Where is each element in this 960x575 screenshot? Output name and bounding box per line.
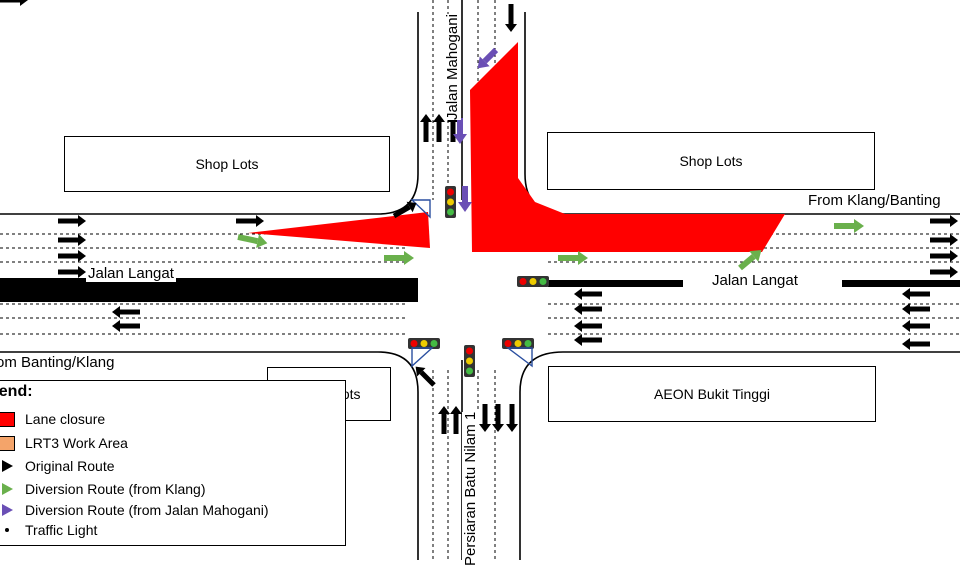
diversion-route-mahogani-arrows	[453, 47, 499, 212]
west-median	[0, 278, 418, 302]
legend-label: Diversion Route (from Klang)	[25, 481, 206, 497]
east-median-right	[842, 280, 960, 287]
legend-label: Lane closure	[25, 411, 106, 427]
legend-item-original-route: Original Route	[0, 456, 115, 476]
legend-item-lrt3-work-area: LRT3 Work Area	[0, 433, 128, 453]
legend-item-diversion-mahogani: Diversion Route (from Jalan Mahogani)	[0, 500, 269, 520]
orange-swatch	[0, 435, 15, 451]
building-shop-lots-top-left: Shop Lots	[64, 136, 390, 192]
legend-item-traffic-light: Traffic Light	[0, 520, 97, 540]
building-aeon-bukit-tinggi: AEON Bukit Tinggi	[548, 366, 876, 422]
road-label-from-klang-banting: From Klang/Banting	[808, 192, 941, 209]
legend-label: LRT3 Work Area	[25, 435, 128, 451]
legend-label: Original Route	[25, 458, 115, 474]
lane-closure-areas	[248, 42, 785, 252]
diversion-route-klang-arrows	[237, 219, 864, 271]
road-label-from-banting-klang: om Banting/Klang	[0, 354, 115, 371]
legend: gend: Lane closure LRT3 Work Area Origin…	[0, 380, 346, 546]
road-label-persiaran-batu-nilam: Persiaran Batu Nilam 1	[462, 411, 479, 566]
original-route-arrows	[0, 0, 28, 6]
purple-arrow-icon	[0, 503, 17, 517]
red-swatch	[0, 411, 15, 427]
signal-triangles	[410, 199, 533, 368]
road-label-jalan-mahogani: Jalan Mahogani	[444, 14, 461, 120]
road-label-jalan-langat-east: Jalan Langat	[712, 272, 798, 289]
legend-label: Traffic Light	[25, 522, 98, 538]
traffic-light-icon	[0, 523, 17, 537]
road-label-jalan-langat-west: Jalan Langat	[86, 265, 176, 282]
legend-title: gend:	[0, 383, 33, 400]
lane-lines	[0, 0, 960, 560]
legend-item-diversion-klang: Diversion Route (from Klang)	[0, 479, 206, 499]
legend-item-lane-closure: Lane closure	[0, 409, 105, 429]
east-median-left	[548, 280, 683, 287]
legend-label: Diversion Route (from Jalan Mahogani)	[25, 502, 269, 518]
green-arrow-icon	[0, 482, 17, 496]
black-arrow-icon	[0, 459, 17, 473]
building-shop-lots-top-right: Shop Lots	[547, 132, 875, 190]
traffic-lights	[408, 186, 549, 377]
